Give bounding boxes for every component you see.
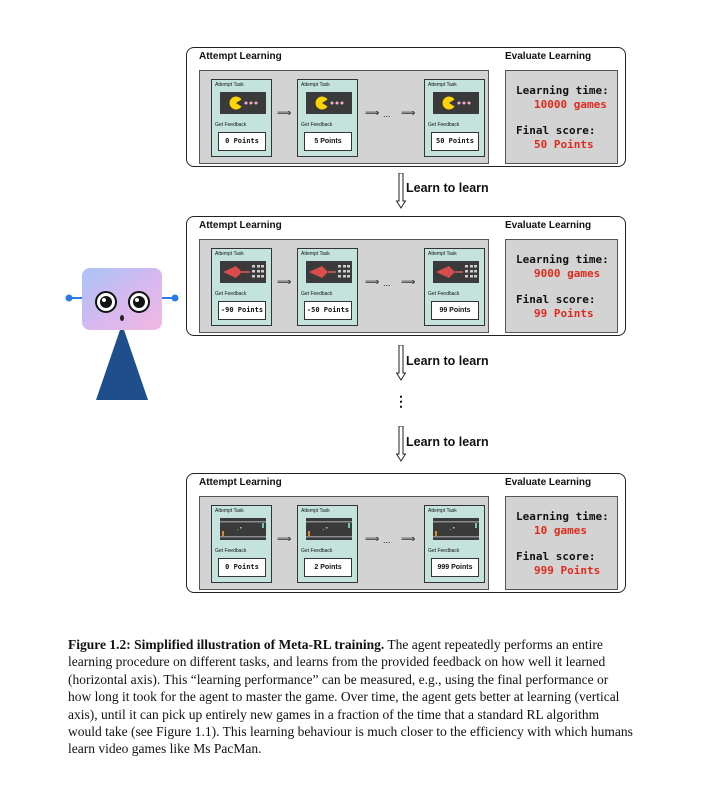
arrow-icon: ⟹ [365, 277, 380, 288]
learning-time-value: 10 games [534, 524, 587, 537]
task-card: Attempt Task Get Feedback 50 Points [424, 79, 485, 157]
arrow-icon: ⟹ [365, 108, 380, 119]
attempt-learning-title: Attempt Learning [199, 220, 282, 231]
attempt-task-label: Attempt Task [428, 82, 457, 88]
arrow-icon: ⟹ [365, 534, 380, 545]
learning-time-value: 9000 games [534, 267, 601, 280]
pacman-screen [306, 92, 352, 114]
points-box: 0 Points [218, 132, 266, 151]
learning-time-value: 10000 games [534, 98, 607, 111]
arrow-icon: ⟹ [401, 277, 416, 288]
caption-label: Figure 1.2: Simplified illustration of M… [68, 637, 385, 652]
get-feedback-label: Get Feedback [428, 548, 460, 554]
task-card: Attempt Task Get Feedback 5 Points [297, 79, 358, 157]
final-score-value: 99 Points [534, 307, 594, 320]
down-arrow-icon [396, 426, 406, 462]
learn-to-learn-label: Learn to learn [406, 354, 489, 368]
get-feedback-label: Get Feedback [215, 291, 247, 297]
attempt-task-label: Attempt Task [428, 251, 457, 257]
attempt-learning-area: Attempt Task Get Feedback 0 Points ⟹ Att… [199, 496, 489, 590]
space-invaders-screen [220, 261, 266, 283]
arrow-icon: ⟹ [277, 534, 292, 545]
meta-rl-panel-1: Attempt Learning Evaluate Learning Attem… [186, 47, 626, 167]
points-box: 999 Points [431, 558, 479, 577]
arrow-icon: ⟹ [401, 534, 416, 545]
get-feedback-label: Get Feedback [301, 291, 333, 297]
attempt-task-label: Attempt Task [215, 82, 244, 88]
ellipsis: ... [383, 278, 391, 288]
final-score-value: 999 Points [534, 564, 601, 577]
meta-rl-panel-2: Attempt Learning Evaluate Learning Attem… [186, 216, 626, 336]
get-feedback-label: Get Feedback [428, 122, 460, 128]
evaluate-learning-area: Learning time: 10000 games Final score: … [505, 70, 618, 164]
points-box: 99 Points [431, 301, 479, 320]
arrow-icon: ⟹ [401, 108, 416, 119]
space-invaders-screen [306, 261, 352, 283]
get-feedback-label: Get Feedback [215, 548, 247, 554]
task-card: Attempt Task Get Feedback 999 Points [424, 505, 485, 583]
pong-screen [220, 518, 266, 540]
task-card: Attempt Task Get Feedback -90 Points [211, 248, 272, 326]
attempt-learning-area: Attempt Task Get Feedback 0 Points ⟹ Att… [199, 70, 489, 164]
points-box: 5 Points [304, 132, 352, 151]
get-feedback-label: Get Feedback [301, 548, 333, 554]
arrow-icon: ⟹ [277, 108, 292, 119]
points-box: 2 Points [304, 558, 352, 577]
points-box: -50 Points [304, 301, 352, 320]
pong-screen [433, 518, 479, 540]
attempt-task-label: Attempt Task [301, 251, 330, 257]
get-feedback-label: Get Feedback [301, 122, 333, 128]
points-box: 50 Points [431, 132, 479, 151]
learning-time-label: Learning time: [516, 253, 609, 266]
task-card: Attempt Task Get Feedback 0 Points [211, 79, 272, 157]
arrow-icon: ⟹ [277, 277, 292, 288]
evaluate-learning-title: Evaluate Learning [505, 220, 592, 231]
ellipsis: ... [383, 109, 391, 119]
evaluate-learning-title: Evaluate Learning [505, 477, 592, 488]
final-score-label: Final score: [516, 550, 596, 563]
attempt-task-label: Attempt Task [301, 82, 330, 88]
task-card: Attempt Task Get Feedback 2 Points [297, 505, 358, 583]
learn-to-learn-label: Learn to learn [406, 435, 489, 449]
get-feedback-label: Get Feedback [215, 122, 247, 128]
figure-caption: Figure 1.2: Simplified illustration of M… [68, 636, 634, 758]
task-card: Attempt Task Get Feedback -50 Points [297, 248, 358, 326]
attempt-task-label: Attempt Task [215, 251, 244, 257]
attempt-task-label: Attempt Task [301, 508, 330, 514]
final-score-value: 50 Points [534, 138, 594, 151]
down-arrow-icon [396, 173, 406, 209]
caption-text: The agent repeatedly performs an entire … [68, 637, 633, 757]
robot-head [82, 268, 162, 330]
robot-agent-illustration [65, 268, 179, 400]
pacman-screen [433, 92, 479, 114]
final-score-label: Final score: [516, 293, 596, 306]
final-score-label: Final score: [516, 124, 596, 137]
space-invaders-screen [433, 261, 479, 283]
robot-body [96, 324, 148, 400]
meta-rl-panel-3: Attempt Learning Evaluate Learning Attem… [186, 473, 626, 593]
pacman-screen [220, 92, 266, 114]
attempt-learning-area: Attempt Task Get Feedback -90 Points ⟹ A… [199, 239, 489, 333]
ellipsis: ... [383, 535, 391, 545]
down-arrow-icon [396, 345, 406, 381]
evaluate-learning-area: Learning time: 10 games Final score: 999… [505, 496, 618, 590]
pong-screen [306, 518, 352, 540]
attempt-learning-title: Attempt Learning [199, 51, 282, 62]
get-feedback-label: Get Feedback [428, 291, 460, 297]
points-box: -90 Points [218, 301, 266, 320]
attempt-task-label: Attempt Task [215, 508, 244, 514]
points-box: 0 Points [218, 558, 266, 577]
evaluate-learning-area: Learning time: 9000 games Final score: 9… [505, 239, 618, 333]
learn-to-learn-label: Learn to learn [406, 181, 489, 195]
task-card: Attempt Task Get Feedback 0 Points [211, 505, 272, 583]
task-card: Attempt Task Get Feedback 99 Points [424, 248, 485, 326]
learning-time-label: Learning time: [516, 510, 609, 523]
attempt-task-label: Attempt Task [428, 508, 457, 514]
evaluate-learning-title: Evaluate Learning [505, 51, 592, 62]
vertical-ellipsis: ⋮ [394, 393, 408, 409]
learning-time-label: Learning time: [516, 84, 609, 97]
attempt-learning-title: Attempt Learning [199, 477, 282, 488]
